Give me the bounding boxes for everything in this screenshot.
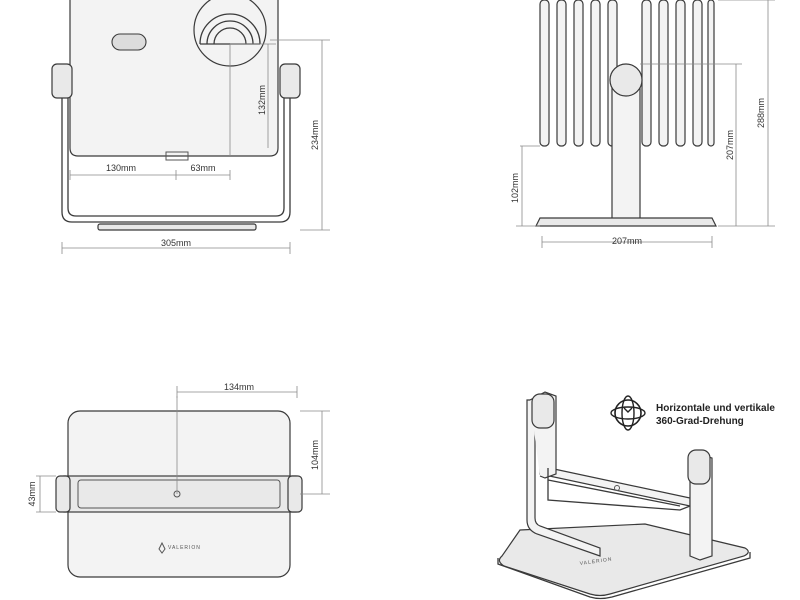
top-left-knob [55, 475, 71, 513]
stand-bracket [61, 82, 291, 223]
brand-logo-text: VALERION [168, 545, 201, 551]
pivot-knob [609, 63, 643, 97]
dim-left-offset: 130mm [106, 163, 136, 173]
dim-pivot-height: 207mm [725, 130, 735, 160]
dim-base-width: 207mm [612, 236, 642, 246]
stand-isometric-view: VALERION [497, 391, 751, 600]
stand-left-knob [531, 393, 555, 429]
base-plate [97, 223, 257, 231]
sensor-window [111, 33, 147, 51]
stand-brand-logo: VALERION [579, 556, 612, 567]
dim-height-total-side: 288mm [756, 98, 766, 128]
dim-height-total: 234mm [310, 120, 320, 150]
brand-logo-mark [158, 541, 166, 554]
rotation-360-icon [610, 395, 646, 431]
stand-right-knob [687, 449, 711, 485]
dim-top-depth: 104mm [310, 440, 320, 470]
rotation-caption-line1: Horizontale und vertikale [656, 403, 775, 414]
rotation-caption-line2: 360-Grad-Drehung [656, 416, 744, 427]
side-base [535, 217, 717, 227]
dim-top-width: 134mm [224, 382, 254, 392]
dim-width-total: 305mm [161, 238, 191, 248]
dim-lens-offset: 63mm [190, 163, 215, 173]
front-view-dimensions: 305mm 130mm 63mm 132mm 234mm [61, 39, 330, 254]
dim-handle: 43mm [27, 481, 37, 506]
left-knob [51, 63, 73, 99]
front-view [51, 0, 301, 231]
heat-fins [539, 0, 715, 147]
side-view-dimensions: 207mm 207mm 288mm 102mm [510, 0, 775, 248]
right-knob [279, 63, 301, 99]
stand-post [611, 79, 641, 221]
top-right-knob [287, 475, 303, 513]
rotation-indicator: Horizontale und vertikale 360-Grad-Drehu… [610, 395, 775, 431]
side-view [535, 0, 717, 227]
dim-lens-height: 132mm [257, 85, 267, 115]
top-view-dimensions: 134mm 104mm 43mm [27, 382, 330, 513]
dim-base-height: 102mm [510, 173, 520, 203]
top-view: VALERION [55, 410, 303, 578]
